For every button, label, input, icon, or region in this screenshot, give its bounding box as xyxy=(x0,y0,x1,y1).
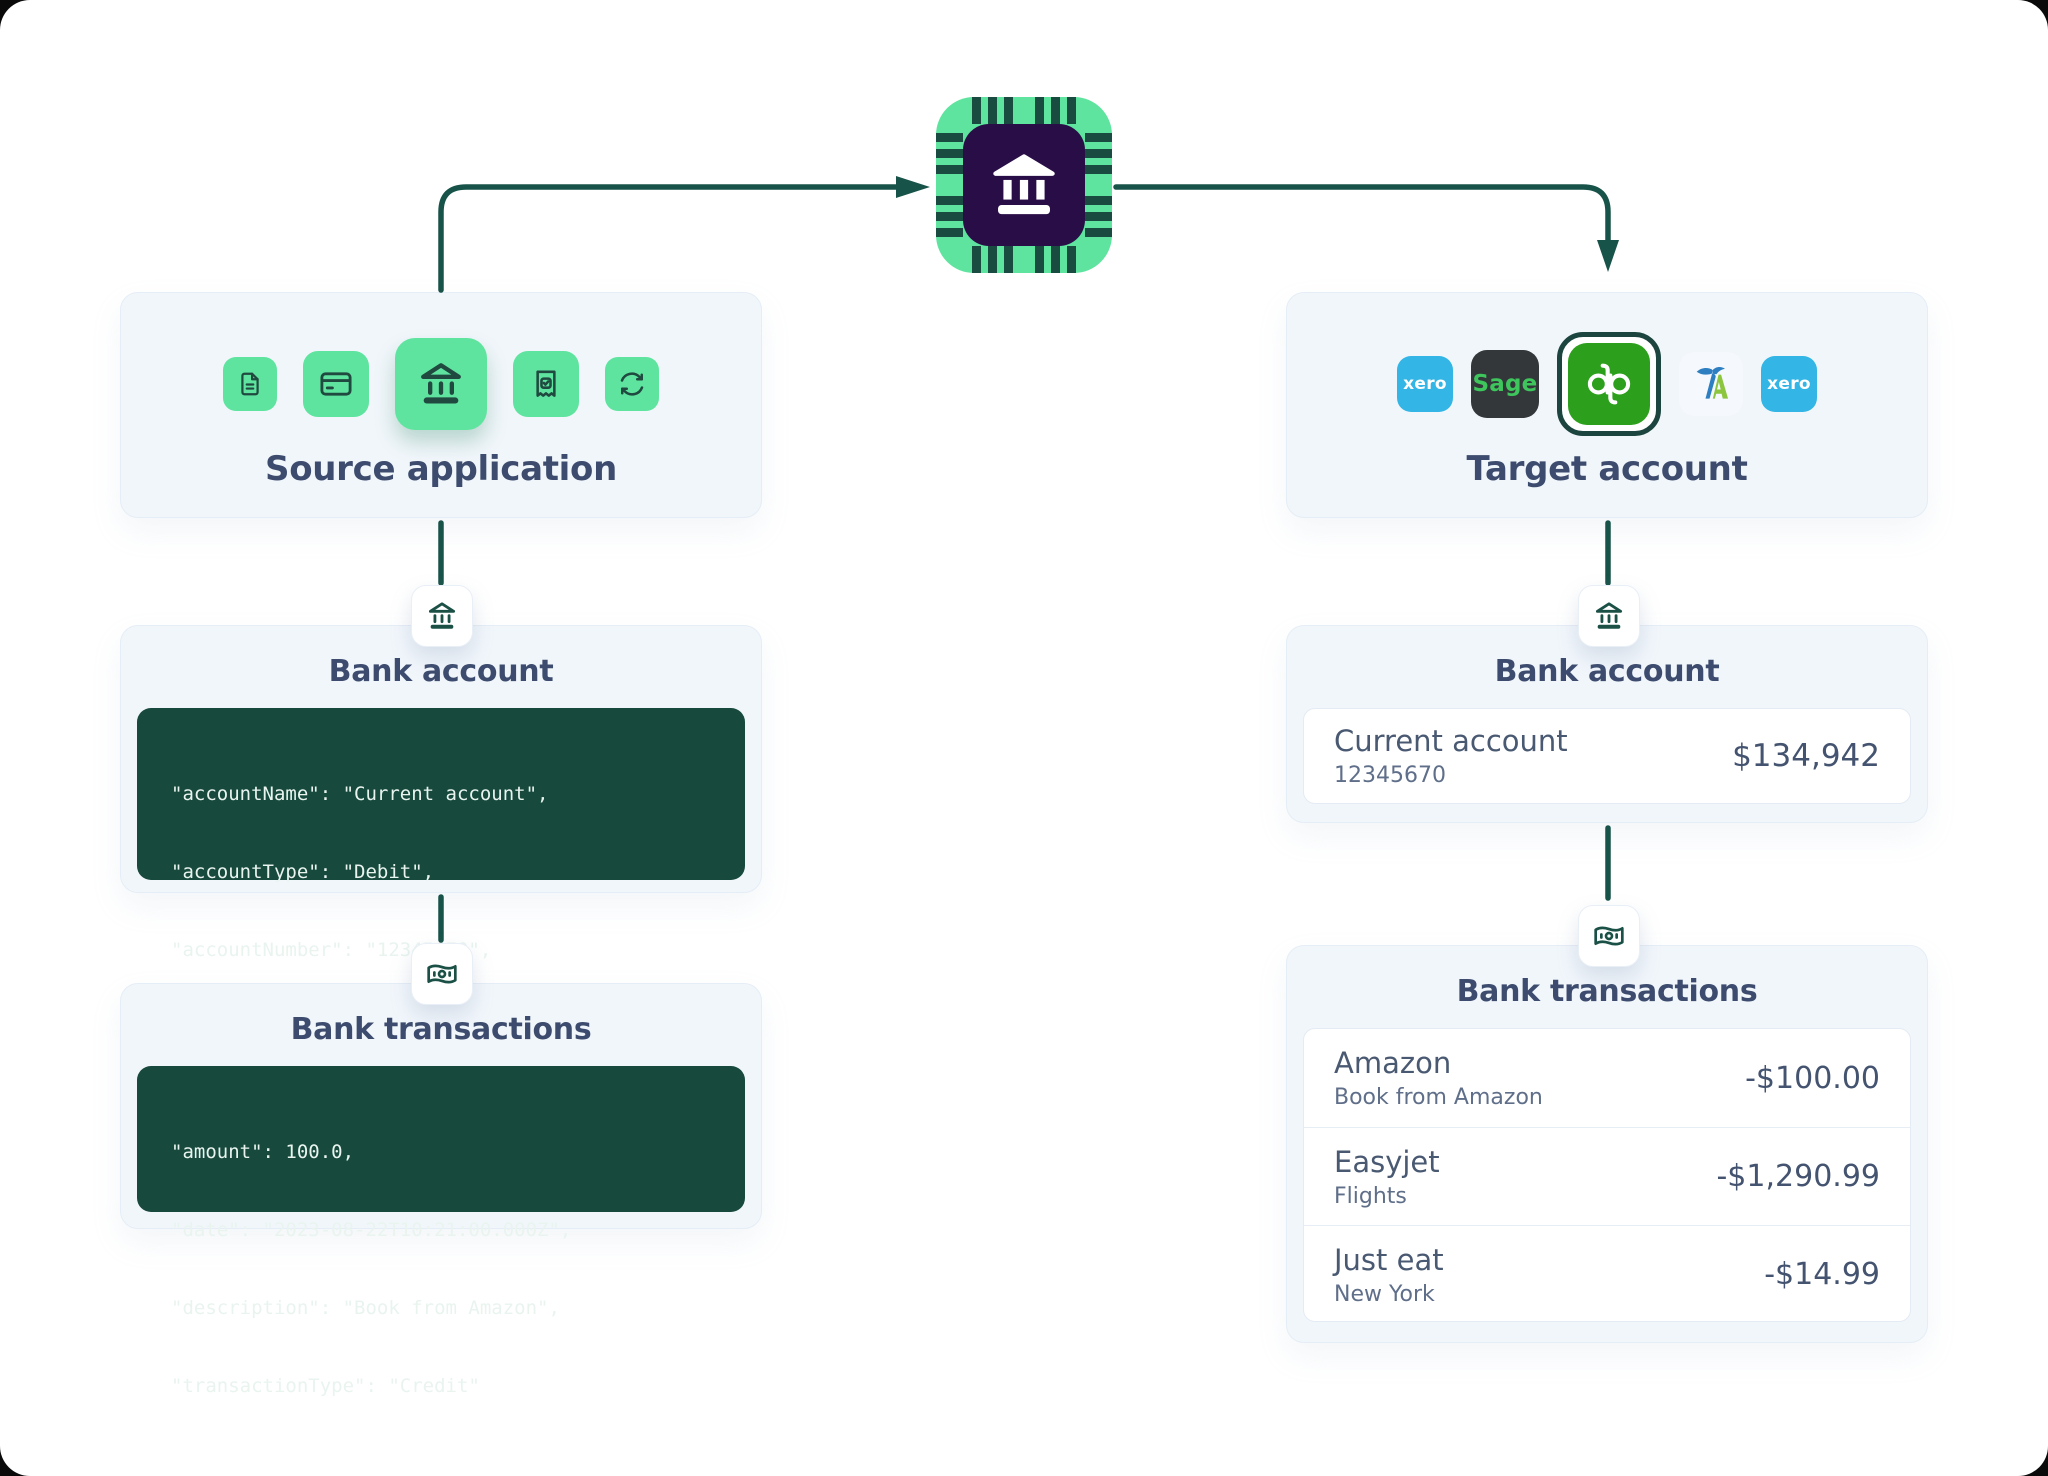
transaction-description: Book from Amazon xyxy=(1334,1085,1543,1110)
transaction-amount: -$1,290.99 xyxy=(1716,1159,1880,1194)
source-bank-transactions-card: Bank transactions "amount": 100.0, "date… xyxy=(120,983,762,1397)
transaction-info: Just eat New York xyxy=(1334,1243,1444,1307)
chip-pins xyxy=(972,246,1013,273)
chip-pins xyxy=(1035,97,1076,124)
target-account-panel: xero Sage xyxy=(1286,292,1928,518)
transaction-info: Amazon Book from Amazon xyxy=(1334,1046,1543,1110)
chip-pins xyxy=(936,196,963,237)
transaction-row: Amazon Book from Amazon -$100.00 xyxy=(1304,1029,1910,1127)
transaction-description: Flights xyxy=(1334,1183,1407,1209)
account-name: Current account xyxy=(1334,724,1568,758)
xero-label: xero xyxy=(1767,374,1811,394)
xero-logo[interactable]: xero xyxy=(1761,356,1817,412)
target-app-row: xero Sage xyxy=(1287,332,1927,436)
target-bank-transactions-card: Bank transactions Amazon Book from Amazo… xyxy=(1286,945,1928,1343)
transaction-description: New York xyxy=(1334,1281,1435,1307)
quickbooks-logo-selected[interactable] xyxy=(1557,332,1661,436)
arrow-source-to-hub xyxy=(438,184,899,293)
bank-account-code-block: "accountName": "Current account", "accou… xyxy=(137,708,745,1117)
arrow-hub-to-target xyxy=(1113,184,1611,243)
transaction-merchant: Amazon xyxy=(1334,1046,1452,1080)
source-icon-row xyxy=(121,332,761,436)
bank-icon[interactable] xyxy=(395,338,487,430)
chip-pins xyxy=(1085,196,1112,237)
account-balance: $134,942 xyxy=(1732,738,1880,774)
freeagent-logo[interactable] xyxy=(1679,352,1743,416)
transaction-merchant: Easyjet xyxy=(1334,1144,1440,1179)
account-number: 12345670 xyxy=(1334,763,1446,788)
bank-transactions-title: Bank transactions xyxy=(290,1012,592,1047)
chip-pins xyxy=(936,133,963,174)
file-document-icon[interactable] xyxy=(223,357,277,411)
sage-logo[interactable]: Sage xyxy=(1471,350,1539,418)
transactions-list: Amazon Book from Amazon -$100.00 Easyjet… xyxy=(1303,1028,1911,1322)
code-line: "transactionType": "Credit" xyxy=(171,1375,480,1397)
arrowhead-down xyxy=(1597,240,1619,272)
account-summary-row: Current account 12345670 $134,942 xyxy=(1303,708,1911,804)
credit-card-icon[interactable] xyxy=(303,351,369,417)
sage-label: Sage xyxy=(1472,371,1538,397)
sync-icon[interactable] xyxy=(605,357,659,411)
transaction-row: Easyjet Flights -$1,290.99 xyxy=(1304,1127,1910,1225)
account-info: Current account 12345670 xyxy=(1334,724,1568,788)
chip-pins xyxy=(1085,133,1112,174)
bank-icon xyxy=(1578,585,1640,647)
target-account-title: Target account xyxy=(1466,449,1748,489)
code-line: "amount": 100.0, xyxy=(171,1141,355,1163)
code-line: "accountType": "Debit", xyxy=(171,861,435,883)
banknote-icon xyxy=(411,943,473,1005)
banknote-icon xyxy=(1578,905,1640,967)
code-line: "description": "Book from Amazon", xyxy=(171,1297,560,1319)
chip-pins xyxy=(1035,246,1076,273)
transaction-merchant: Just eat xyxy=(1334,1242,1444,1277)
bank-chip-icon xyxy=(936,97,1112,273)
bank-transactions-title: Bank transactions xyxy=(1456,974,1758,1009)
bank-transactions-code-block: "amount": 100.0, "date": "2023-08-22T10:… xyxy=(137,1066,745,1397)
source-application-panel: Source application xyxy=(120,292,762,518)
target-bank-account-card: Bank account Current account 12345670 $1… xyxy=(1286,625,1928,823)
source-bank-account-card: Bank account "accountName": "Current acc… xyxy=(120,625,762,1117)
code-line: "accountName": "Current account", xyxy=(171,783,549,805)
transaction-info: Easyjet Flights xyxy=(1334,1145,1440,1209)
transaction-amount: -$100.00 xyxy=(1745,1060,1880,1096)
bank-account-title: Bank account xyxy=(1494,654,1720,689)
code-line: "date": "2023-08-22T10:21:00.000Z", xyxy=(171,1219,572,1241)
transaction-amount: -$14.99 xyxy=(1764,1257,1880,1292)
bank-icon xyxy=(411,585,473,647)
arrowhead-right xyxy=(896,176,930,198)
source-application-title: Source application xyxy=(265,449,617,489)
chip-core xyxy=(963,124,1085,246)
bank-icon xyxy=(993,154,1055,215)
receipt-check-icon[interactable] xyxy=(513,351,579,417)
bank-account-title: Bank account xyxy=(328,654,554,689)
transaction-row: Just eat New York -$14.99 xyxy=(1304,1225,1910,1323)
xero-logo[interactable]: xero xyxy=(1397,356,1453,412)
chip-pins xyxy=(972,97,1013,124)
quickbooks-qb-icon xyxy=(1568,343,1650,425)
xero-label: xero xyxy=(1403,374,1447,394)
